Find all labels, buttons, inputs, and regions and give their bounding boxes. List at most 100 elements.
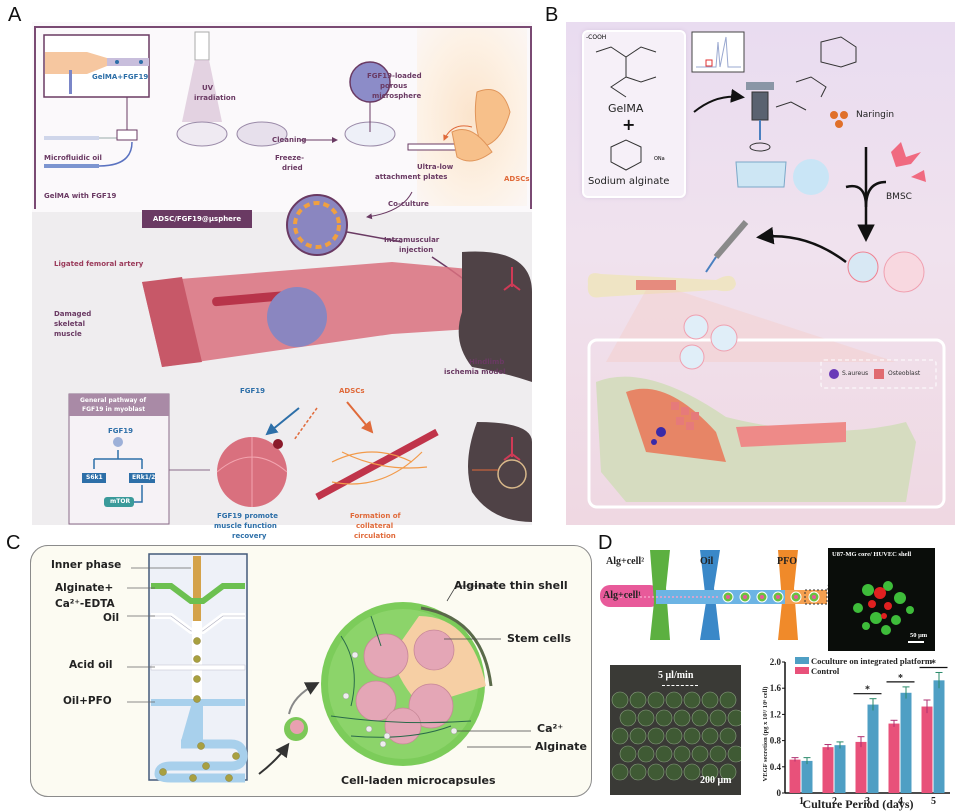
adsc-cell: [474, 89, 511, 148]
chip-box: [116, 129, 138, 141]
significance-star: *: [898, 673, 903, 684]
label-intramuscular: Intramuscular: [384, 236, 440, 244]
y-tick-label: 0: [777, 788, 782, 798]
label-scale-200: 200 μm: [700, 775, 732, 786]
main-channel: [192, 621, 202, 721]
panel-a-frame: [34, 26, 532, 209]
label-ischemia-model: ischemia model: [444, 368, 506, 376]
droplet: [619, 709, 637, 727]
alginate-structure: [610, 139, 642, 171]
spectrum-inset: [691, 31, 745, 73]
label-ultra-low: Ultra-low: [417, 163, 454, 171]
panel-a: GelMA+FGF19 UV irradiation FGF19-loaded …: [32, 22, 532, 540]
droplet: [701, 691, 719, 709]
confocal-image: [828, 548, 935, 651]
bar-control: [855, 741, 867, 793]
droplet: [637, 709, 655, 727]
droplet: [647, 691, 665, 709]
bar-coculture: [900, 692, 912, 793]
nozzle-channel: [107, 58, 149, 66]
droplet: [701, 763, 719, 781]
syringe-icon: [713, 220, 749, 259]
label-alginate: Alginate: [535, 740, 587, 753]
bmsc-cell: [891, 142, 921, 167]
label-pathway-fgf19: FGF19: [108, 427, 134, 435]
label-gelma: GelMA: [608, 102, 644, 115]
bar-coculture: [834, 745, 846, 793]
alginate-channel: [151, 583, 245, 604]
badge-adsc-fgf19-sphere: ADSC/FGF19@μsphere: [142, 210, 252, 228]
droplet: [691, 709, 709, 727]
label-microsphere-1: FGF19-loaded: [367, 72, 422, 80]
bar-coculture: [867, 704, 879, 793]
flow-arrow-icon: [662, 685, 698, 687]
label-pfo: PFO: [777, 556, 797, 567]
droplet: [665, 691, 683, 709]
panel-b-illustration: [587, 31, 946, 509]
collection-bath: [735, 161, 787, 188]
droplet: [637, 745, 655, 763]
y-tick-label: 2.0: [770, 657, 782, 667]
label-s6k1: S6k1: [86, 474, 103, 481]
droplet: [683, 691, 701, 709]
label-inner-phase: Inner phase: [51, 559, 122, 571]
droplet: [619, 745, 637, 763]
label-ona: ONa: [654, 156, 665, 162]
label-injection: injection: [399, 246, 434, 254]
label-attachment-plates: attachment plates: [375, 173, 448, 181]
label-damaged: Damaged: [54, 310, 92, 318]
s6k1-node: [82, 473, 106, 483]
droplet: [629, 727, 647, 745]
confocal-cells: [853, 581, 924, 643]
droplet-micrograph: [610, 665, 745, 795]
label-alginate-plus: Alginate+: [55, 582, 114, 594]
bar-control: [789, 759, 801, 793]
droplet: [647, 763, 665, 781]
gelma-structure: [595, 46, 657, 98]
microsphere-zoom: [793, 159, 829, 195]
label-cooh: -COOH: [586, 34, 607, 41]
label-mtor: mTOR: [110, 498, 131, 505]
y-tick-label: 0.8: [770, 736, 782, 746]
droplet: [691, 745, 709, 763]
uv-lamp-icon: [194, 31, 210, 61]
y-tick-label: 1.6: [770, 683, 782, 693]
dish-1: [176, 121, 228, 147]
erk-node: [129, 473, 155, 483]
label-collateral-2: collateral: [356, 522, 394, 530]
panel-c-frame: Inner phase Alginate+ Ca²⁺-EDTA Oil Acid…: [30, 545, 592, 797]
label-plus: +: [622, 115, 636, 134]
label-microsphere-2: porous: [380, 82, 408, 90]
loaded-sphere: [847, 251, 879, 283]
panel-a-letter: A: [8, 4, 22, 26]
droplet: [611, 727, 629, 745]
label-collateral-3: circulation: [354, 532, 396, 540]
significance-star: *: [865, 685, 870, 696]
panel-b: -COOH GelMA + Sodium alginate ONa Naring…: [566, 22, 955, 525]
panel-c-illustration: [127, 553, 531, 783]
label-pathway-1: General pathway of: [80, 397, 147, 404]
bar-control: [822, 747, 834, 793]
droplet: [655, 745, 673, 763]
label-pathway-2: FGF19 in myoblast: [82, 406, 146, 413]
label-ligated-artery: Ligated femoral artery: [54, 260, 144, 268]
label-uv: UV: [202, 84, 214, 92]
droplet: [709, 745, 727, 763]
alg-cell1-channel: [600, 585, 660, 607]
label-flow-rate: 5 μl/min: [658, 670, 694, 681]
bar-control: [921, 706, 933, 793]
label-acid-oil: Acid oil: [69, 659, 113, 671]
droplet: [719, 763, 737, 781]
dish-2: [236, 121, 288, 147]
label-alginate-thin-shell: Alginate thin shell: [454, 579, 568, 592]
droplet: [701, 727, 719, 745]
uv-beam: [182, 60, 222, 122]
syringe-oil: [44, 136, 99, 140]
syringe-gelma: [44, 164, 99, 168]
label-adscs-2: ADSCs: [339, 387, 365, 395]
label-freeze: Freeze-: [275, 154, 305, 162]
nozzle-shape: [45, 52, 149, 74]
label-recovery-3: recovery: [232, 532, 267, 540]
droplet: [611, 763, 629, 781]
